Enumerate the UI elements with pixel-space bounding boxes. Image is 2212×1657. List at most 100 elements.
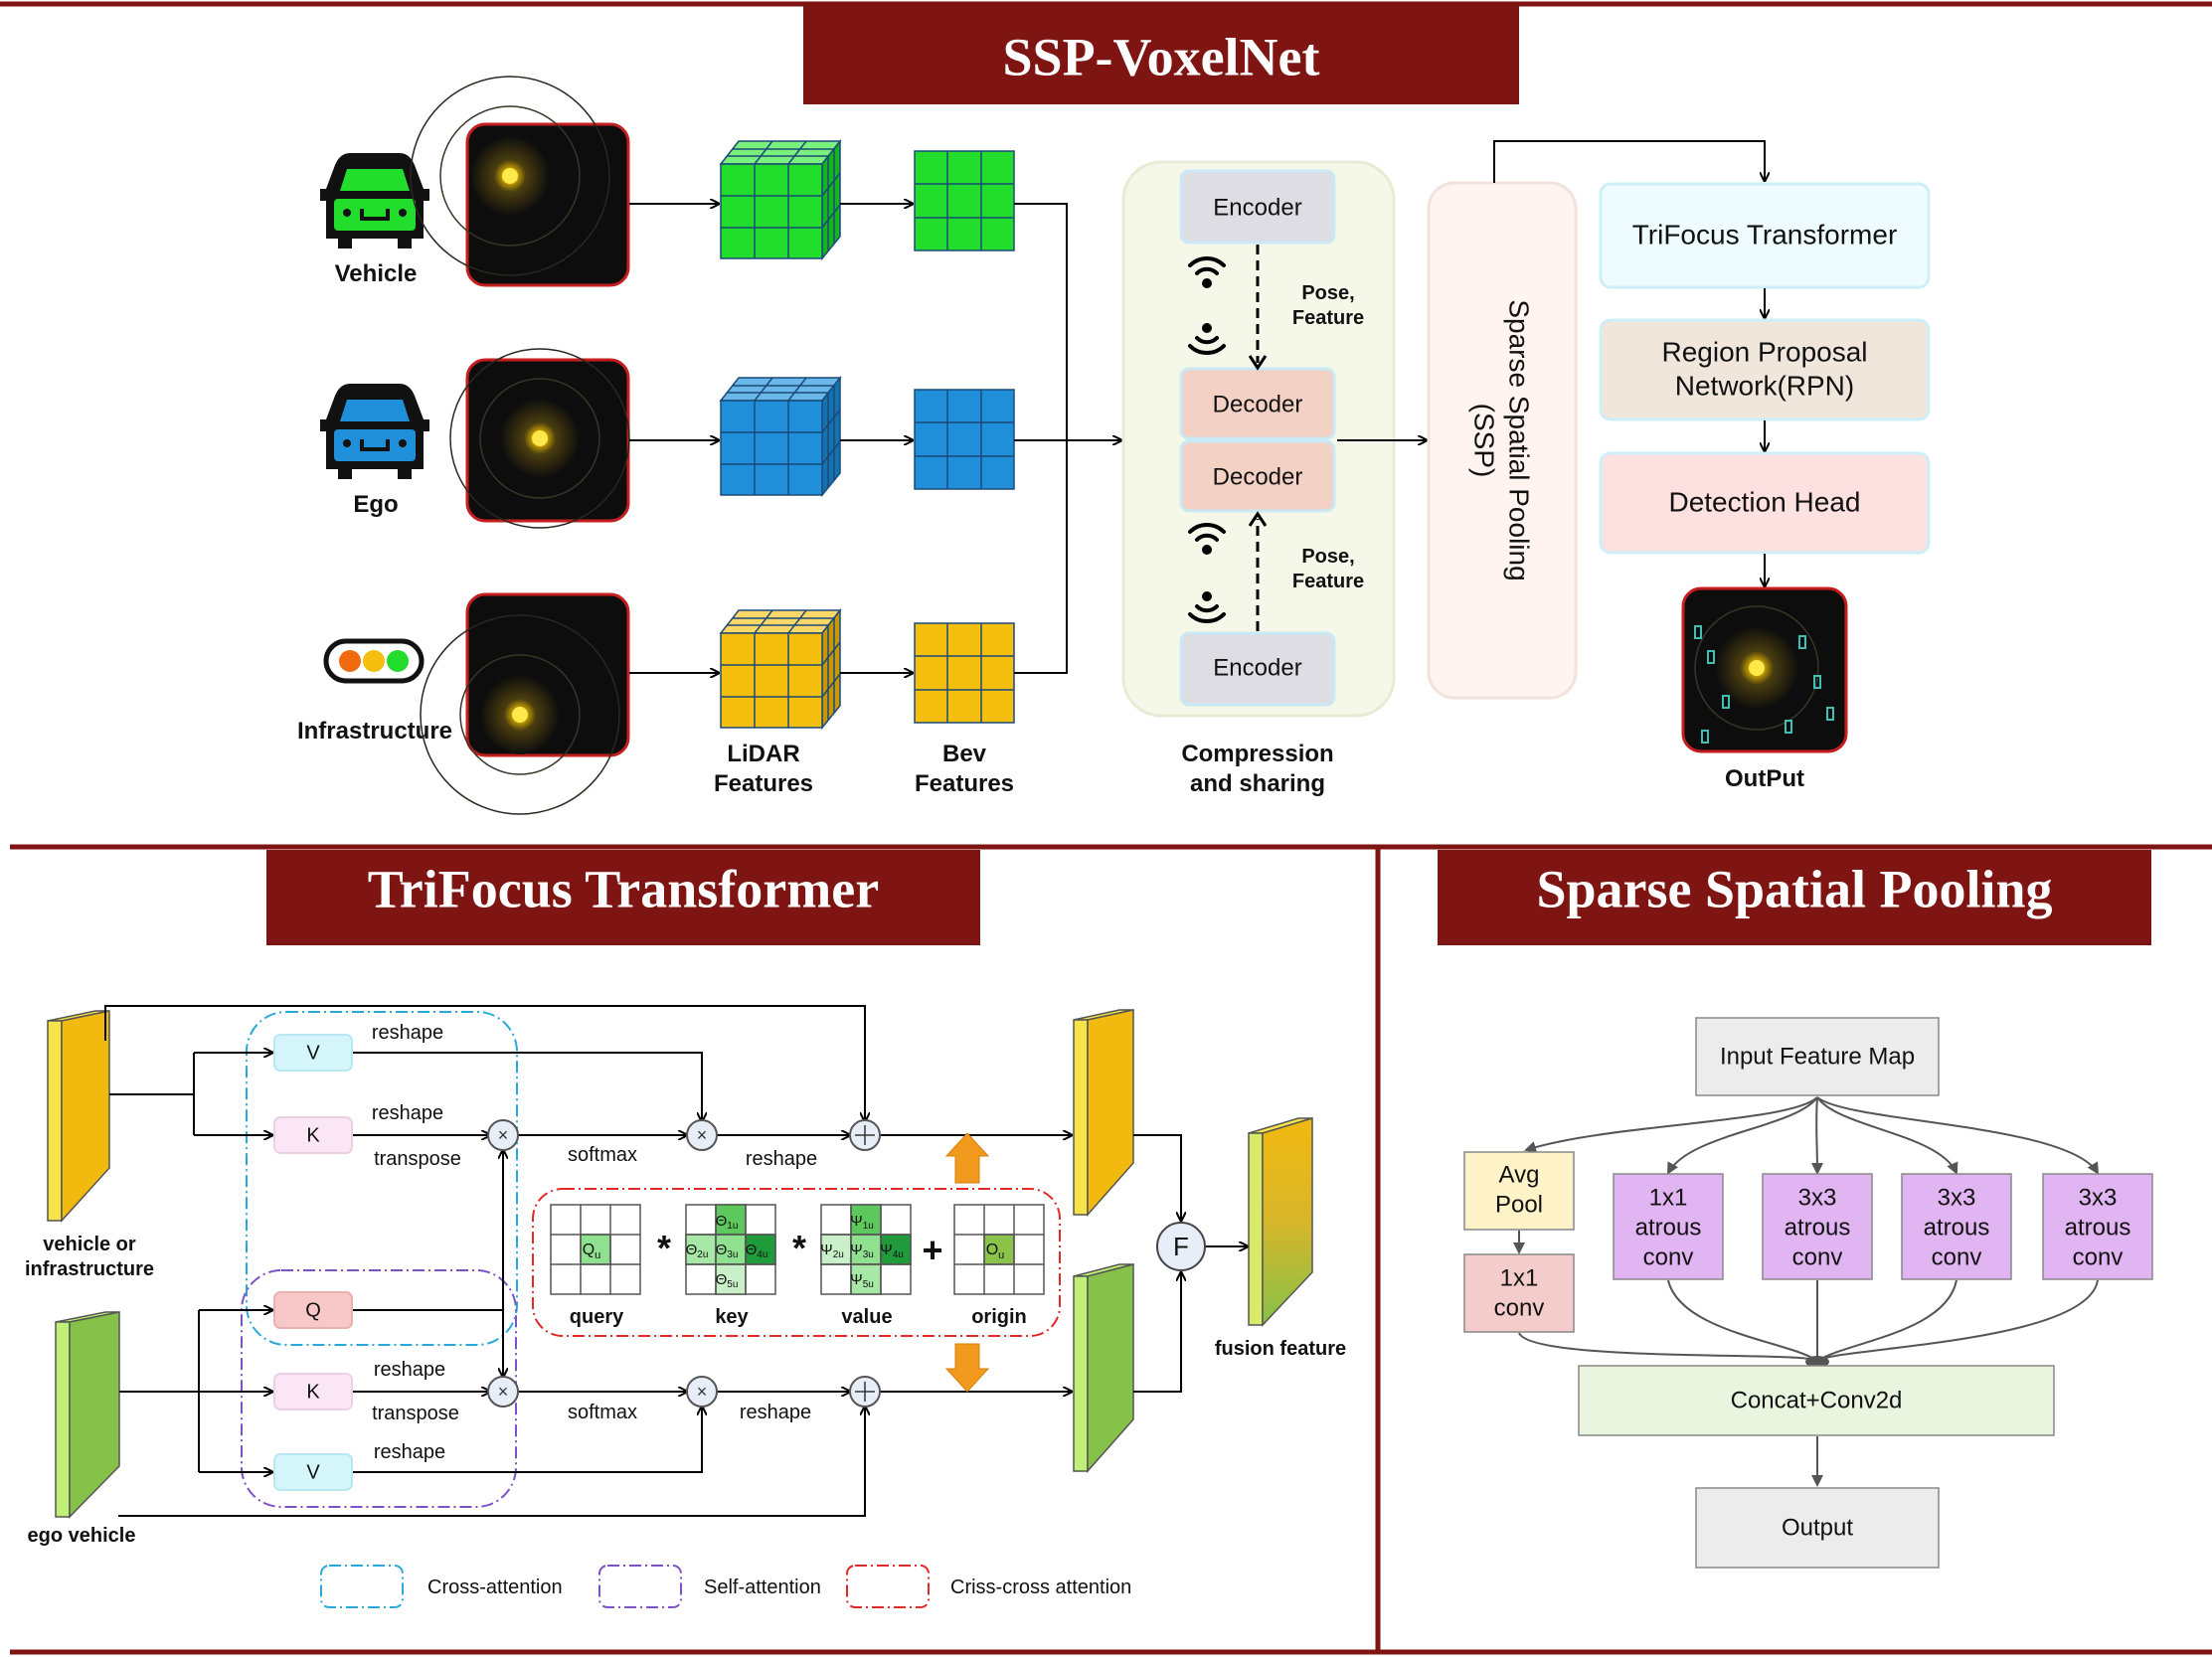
conv-1x1-label-1: 1x1: [1500, 1264, 1539, 1291]
svg-text:atrous: atrous: [1635, 1214, 1702, 1241]
origin-cell-label: Ou: [986, 1242, 1005, 1261]
svg-text:transpose: transpose: [372, 1403, 459, 1424]
multiply-node-upper-2: ×: [686, 1119, 718, 1151]
svg-text:Ψ1u: Ψ1u: [850, 1213, 874, 1232]
atrous-branch-4: 3x3 atrous conv: [2042, 1173, 2153, 1280]
query-grid: [550, 1204, 641, 1295]
wifi-receive-icon-top: [1188, 323, 1226, 356]
star-operator-2: *: [792, 1228, 806, 1268]
compression-label-2: and sharing: [1190, 770, 1325, 797]
fusion-feature-label: fusion feature: [1215, 1338, 1346, 1360]
lidar-to-bev-arrows: [840, 204, 913, 673]
legend-cross-swatch: [320, 1565, 404, 1608]
svg-text:1x1: 1x1: [1649, 1184, 1688, 1211]
svg-text:reshape: reshape: [374, 1441, 445, 1463]
wifi-send-icon-top: [1188, 255, 1226, 288]
pipeline-rpn: Region Proposal Network(RPN): [1599, 318, 1931, 421]
page-title: SSP-VoxelNet: [1003, 27, 1320, 86]
pose-feature-bottom-2: Feature: [1292, 571, 1364, 592]
encoder-bottom-label: Encoder: [1213, 654, 1301, 681]
ssp-title: Sparse Spatial Pooling: [1536, 859, 2052, 918]
bev-features-label-2: Features: [915, 770, 1014, 797]
svg-text:reshape: reshape: [374, 1359, 445, 1381]
vehicle-infra-label-1: vehicle or: [43, 1234, 136, 1255]
ssp-panel: Sparse Spatial Pooling (SSP): [1427, 181, 1578, 700]
ego-car-icon: [320, 384, 429, 479]
avg-pool-label-1: Avg: [1499, 1161, 1540, 1188]
v-box-upper: V: [273, 1034, 353, 1072]
pipeline-detection-head: Detection Head: [1599, 451, 1931, 555]
svg-text:softmax: softmax: [568, 1402, 637, 1423]
q-box: Q: [273, 1291, 353, 1329]
legend-self-swatch: [598, 1565, 682, 1608]
svg-text:Θ1u: Θ1u: [716, 1213, 739, 1232]
vehicle-infra-label-2: infrastructure: [25, 1258, 154, 1280]
svg-text:conv: conv: [2073, 1243, 2124, 1270]
orange-down-arrow-icon: [944, 1343, 990, 1393]
atrous-branch-2: 3x3 atrous conv: [1762, 1173, 1873, 1280]
ego-output-slab: [1073, 1263, 1134, 1473]
svg-text:3x3: 3x3: [2079, 1184, 2118, 1211]
encoder-top: [1179, 169, 1336, 245]
k-box-upper-label: K: [306, 1124, 320, 1146]
bev-features-label-1: Bev: [942, 741, 987, 767]
avg-pool-label-2: Pool: [1495, 1191, 1543, 1218]
decoder-bottom: [1179, 439, 1336, 513]
output-image: [1681, 586, 1848, 753]
k-box-upper: K: [273, 1116, 353, 1154]
svg-text:atrous: atrous: [2065, 1214, 2131, 1241]
ssp-to-trifocus-arrow: [1493, 140, 1765, 183]
ssp-output-label: Output: [1782, 1514, 1853, 1541]
legend-criss-swatch: [846, 1565, 930, 1608]
wifi-send-icon-bottom: [1188, 522, 1226, 555]
svg-text:reshape: reshape: [372, 1102, 443, 1124]
ssp-vertical-label-1: Sparse Spatial Pooling: [1504, 299, 1535, 580]
svg-text:3x3: 3x3: [1798, 1184, 1837, 1211]
svg-text:softmax: softmax: [568, 1144, 637, 1166]
trifocus-title: TriFocus Transformer: [368, 859, 879, 918]
title-banner: SSP-VoxelNet: [803, 6, 1519, 104]
v-box-lower-label: V: [306, 1461, 320, 1483]
atrous-branch-1: 1x1 atrous conv: [1613, 1173, 1724, 1280]
lidar-image-vehicle: [410, 76, 630, 287]
lidar-features-label-2: Features: [714, 770, 813, 797]
svg-text:×: ×: [697, 1125, 708, 1145]
origin-label: origin: [971, 1306, 1027, 1328]
pose-feature-top-2: Feature: [1292, 307, 1364, 329]
q-box-label: Q: [305, 1299, 321, 1321]
svg-text:transpose: transpose: [374, 1148, 461, 1170]
fusion-feature-slab: [1248, 1116, 1313, 1327]
pipeline-rpn-label-1: Region Proposal: [1661, 336, 1867, 367]
vehicle-car-icon: [320, 153, 429, 249]
ssp-input-label: Input Feature Map: [1720, 1043, 1915, 1070]
multiply-node-upper-1: ×: [487, 1119, 519, 1151]
pose-feature-bottom-1: Pose,: [1301, 546, 1354, 568]
lidar-cube-ego: [719, 375, 842, 498]
vehicle-output-slab: [1073, 1009, 1134, 1217]
pipeline-rpn-label-2: Network(RPN): [1675, 370, 1854, 401]
pose-feature-top-1: Pose,: [1301, 282, 1354, 304]
criss-cross-region: [532, 1188, 1061, 1337]
legend-self-label: Self-attention: [704, 1576, 821, 1598]
wifi-receive-icon-bottom: [1188, 591, 1226, 624]
operation-labels: reshape reshape transpose softmax reshap…: [372, 1022, 817, 1463]
key-cell-labels: Θ1u Θ2u Θ3u Θ4u Θ5u: [686, 1213, 768, 1290]
encoder-top-label: Encoder: [1213, 194, 1301, 221]
svg-text:Θ4u: Θ4u: [746, 1242, 768, 1260]
value-cell-labels: Ψ1u Ψ2u Ψ3u Ψ4u Ψ5u: [820, 1213, 904, 1290]
query-cell-label: Qu: [583, 1242, 601, 1261]
traffic-light-icon: [323, 638, 425, 684]
value-label: value: [841, 1306, 892, 1328]
svg-text:Ψ4u: Ψ4u: [880, 1242, 904, 1260]
concat-box: Concat+Conv2d: [1578, 1365, 2055, 1436]
svg-text:Θ5u: Θ5u: [716, 1271, 739, 1290]
value-grid: [820, 1204, 912, 1295]
concat-label: Concat+Conv2d: [1731, 1387, 1903, 1413]
svg-text:atrous: atrous: [1924, 1214, 1990, 1241]
add-node-upper: [849, 1119, 881, 1151]
bev-grid-ego: [914, 389, 1015, 490]
vehicle-feature-slab: [47, 1010, 110, 1223]
bev-grid-infrastructure: [914, 622, 1015, 724]
ego-vehicle-label: ego vehicle: [28, 1525, 136, 1547]
